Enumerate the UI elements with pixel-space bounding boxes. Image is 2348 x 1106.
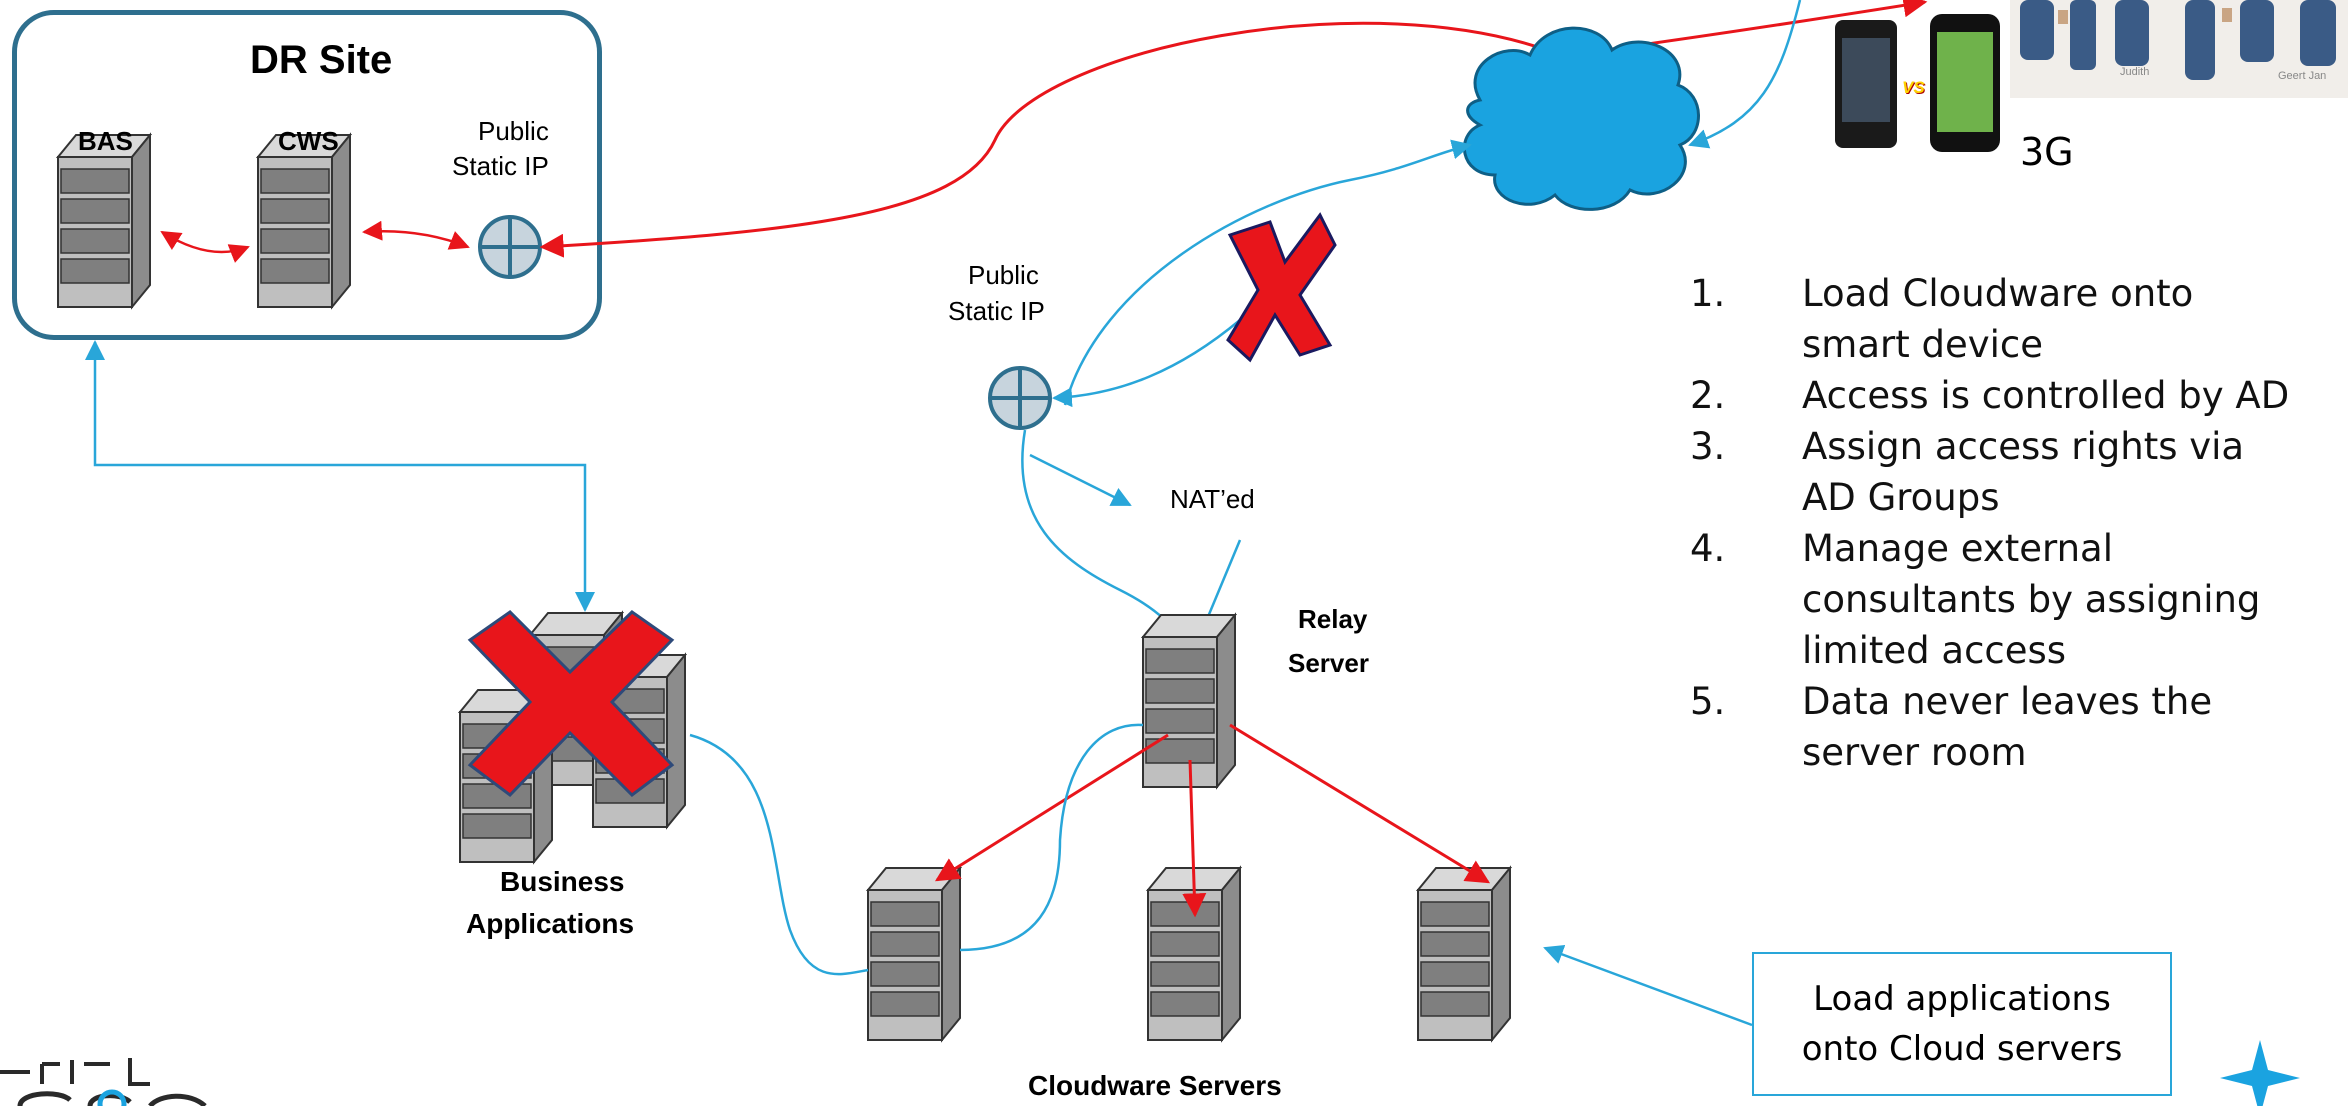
photo-caption-1: Judith: [2120, 66, 2150, 78]
business-apps-down-x-icon: [467, 610, 675, 797]
cloudware-servers-label: Cloudware Servers: [1028, 1070, 1282, 1101]
cloudware-server-1: [867, 867, 961, 1041]
callout-line1: Load applications: [1813, 979, 2111, 1019]
relay-to-server1-link: [934, 733, 1169, 882]
bas-server: [57, 134, 151, 308]
business-apps-label-line2: Applications: [466, 908, 635, 939]
people-illustration: [2020, 0, 2336, 80]
relay-to-server2-link: [1182, 759, 1207, 918]
cloud-to-3g-link: [1688, 0, 1802, 149]
business-apps-to-server1-link: [689, 733, 869, 976]
dr-ip-label-line1: Public: [478, 116, 549, 146]
nat-pointer-arrow: [1029, 453, 1132, 507]
bas-label: BAS: [78, 126, 133, 156]
bas-cws-link: [160, 230, 250, 263]
relay-label-line1: Relay: [1298, 604, 1368, 634]
callout-line2: onto Cloud servers: [1801, 1029, 2123, 1069]
vs-badge: VS: [1902, 78, 1925, 97]
dr-site-title: DR Site: [250, 38, 393, 82]
dr-public-ip-node: [478, 215, 542, 279]
server1-to-relay-link: [959, 723, 1144, 952]
nat-label: NAT’ed: [1170, 484, 1255, 514]
relay-ip-to-cloud-link: [1063, 139, 1472, 406]
relay-ip-label-line1: Public: [968, 260, 1039, 290]
network-3g-label: 3G: [2020, 130, 2074, 174]
relay-ip-label-line2: Static IP: [948, 296, 1045, 326]
cws-ip-link: [362, 220, 470, 250]
star-icon: [2220, 1040, 2300, 1106]
relay-label-line2: Server: [1288, 648, 1369, 678]
iphone-screen: [1937, 32, 1993, 132]
iphone: [1930, 14, 2000, 152]
company-logo-icon: [0, 1058, 207, 1106]
relay-public-ip-node: [988, 366, 1052, 430]
callout-pointer: [1543, 944, 1753, 1027]
photo-caption-2: Geert Jan: [2278, 70, 2327, 82]
cloudware-server-3: [1417, 867, 1511, 1041]
team-photo: Judith Geert Jan: [2010, 0, 2348, 98]
step-item: 2.Access is controlled by AD: [1690, 374, 2290, 417]
relay-to-server3-link: [1229, 723, 1491, 884]
business-apps-label-line1: Business: [500, 866, 625, 897]
dr-ip-label-line2: Static IP: [452, 151, 549, 181]
dr-to-cloud-link: [539, 21, 1563, 258]
cws-label: CWS: [278, 126, 339, 156]
cloud-to-relay-ip-link: [1052, 319, 1241, 408]
dr-to-business-apps-link: [85, 340, 595, 612]
internet-cloud: [1463, 26, 1700, 211]
load-applications-callout: Load applications onto Cloud servers: [1752, 952, 2172, 1096]
blocked-link-x-icon: [1226, 212, 1337, 363]
cws-server: [257, 134, 351, 308]
